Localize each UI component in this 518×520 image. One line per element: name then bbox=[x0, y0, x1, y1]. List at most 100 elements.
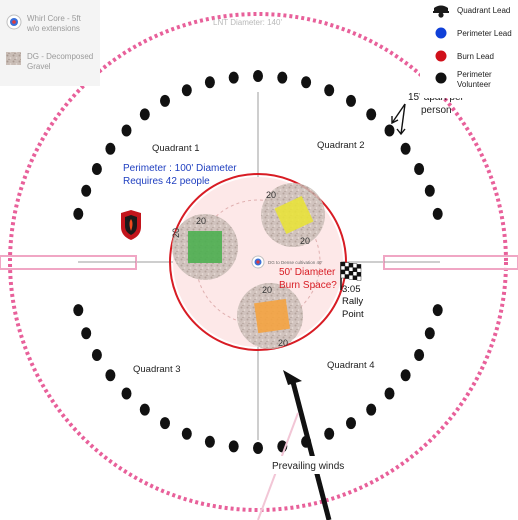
yellow-pad-label-top: 20 bbox=[266, 190, 276, 200]
perimeter-volunteer-dot bbox=[139, 403, 150, 416]
whirl-core-icon bbox=[251, 255, 265, 269]
checkered-flag-icon bbox=[340, 261, 362, 290]
flag-cell bbox=[356, 264, 362, 269]
perimeter-volunteer-dot bbox=[91, 163, 102, 175]
blue-dot bbox=[435, 27, 447, 39]
legend-quadrant-lead-item: Quadrant Lead bbox=[433, 5, 510, 18]
legend-whirl-line2: w/o extensions bbox=[26, 24, 80, 33]
flag-cell bbox=[344, 274, 350, 279]
perimeter-volunteer-dot bbox=[81, 327, 92, 340]
perimeter-volunteer-dot bbox=[301, 76, 312, 89]
legend-burn-lead-label: Burn Lead bbox=[457, 52, 494, 61]
legend-perimeter-volunteer-item: Perimeter Volunteer bbox=[435, 70, 492, 89]
flag-cell bbox=[352, 263, 358, 268]
perimeter-volunteer-dot bbox=[105, 369, 116, 382]
perimeter-volunteer-dot bbox=[160, 417, 170, 430]
perimeter-volunteer-dot bbox=[400, 142, 411, 155]
perimeter-volunteer-dot bbox=[253, 70, 263, 82]
flag-cell bbox=[344, 270, 350, 275]
perimeter-volunteer-dot bbox=[414, 349, 425, 361]
perimeter-volunteer-dot bbox=[204, 76, 215, 89]
perimeter-volunteer-dot bbox=[181, 84, 192, 97]
legend-left-panel bbox=[0, 0, 100, 86]
perimeter-volunteer-dot bbox=[400, 369, 411, 382]
burn-note-line2: Burn Space? bbox=[279, 280, 337, 291]
legend-perimeter-volunteer-line2: Volunteer bbox=[457, 80, 491, 89]
perimeter-volunteer-dot bbox=[91, 349, 102, 361]
spacing-arrows bbox=[391, 103, 406, 136]
legend-perimeter-lead-item: Perimeter Lead bbox=[435, 27, 512, 39]
legend-perimeter-lead-label: Perimeter Lead bbox=[457, 29, 512, 38]
perimeter-volunteer-dot bbox=[181, 427, 192, 440]
perimeter-volunteer-dot bbox=[324, 84, 335, 97]
perimeter-volunteer-dot bbox=[324, 427, 335, 440]
perimeter-volunteer-dot bbox=[346, 417, 356, 430]
perimeter-volunteer-dot bbox=[160, 94, 170, 107]
center-label: DG to Dense cultivation 40' bbox=[268, 260, 323, 265]
legend-gravel-item: DG - Decomposed Gravel bbox=[6, 52, 93, 71]
perimeter-volunteer-dot bbox=[228, 440, 239, 453]
legend-whirl-core-item: Whirl Core - 5ft w/o extensions bbox=[6, 14, 82, 33]
yellow-pad-label-side: 20 bbox=[300, 236, 310, 246]
wind-label: Prevailing winds bbox=[272, 461, 344, 472]
perimeter-volunteer-dot bbox=[253, 442, 263, 454]
rally-time: 3:05 bbox=[342, 284, 361, 295]
wind-label-bg bbox=[262, 456, 360, 474]
flag-cell bbox=[340, 261, 346, 267]
flag-cell bbox=[352, 267, 358, 272]
rally-line2: Point bbox=[342, 309, 364, 320]
green-pad-label-top: 20 bbox=[196, 216, 206, 226]
burn-space-circle bbox=[169, 173, 347, 351]
whirl-core-icon bbox=[6, 14, 22, 30]
perimeter-note-line1: Perimeter : 100' Diameter bbox=[123, 163, 237, 174]
flag-cell bbox=[348, 263, 354, 268]
perimeter-volunteer-dot bbox=[204, 435, 215, 448]
quadrant-2-label: Quadrant 2 bbox=[317, 140, 365, 151]
burn-lead-shield-icon bbox=[121, 210, 141, 240]
flag-cell bbox=[356, 276, 362, 281]
yellow-gravel-pad: 20 20 bbox=[261, 183, 325, 247]
flag-cell bbox=[348, 271, 354, 276]
legend-gravel-line1: DG - Decomposed bbox=[27, 52, 93, 61]
perimeter-volunteer-dot bbox=[366, 403, 377, 416]
perimeter-volunteer-dot bbox=[346, 94, 356, 107]
flag-cell bbox=[348, 275, 354, 280]
flag-cell bbox=[356, 272, 362, 277]
flag-cell bbox=[340, 269, 346, 275]
perimeter-volunteer-dot bbox=[73, 207, 84, 220]
gravel-swatch bbox=[6, 52, 21, 65]
rally-line1: Rally bbox=[342, 296, 363, 307]
quadrant-4-label: Quadrant 4 bbox=[327, 360, 375, 371]
flag-cell bbox=[352, 275, 358, 280]
legend-burn-lead-item: Burn Lead bbox=[435, 50, 494, 62]
red-dot bbox=[435, 50, 447, 62]
perimeter-volunteer-dot bbox=[277, 71, 288, 84]
quadrant-lead-icon bbox=[433, 5, 449, 18]
quadrant-3-label: Quadrant 3 bbox=[133, 364, 181, 375]
lnt-diameter-label: LNT Diameter: 140' bbox=[213, 18, 282, 27]
perimeter-volunteer-dot bbox=[139, 108, 150, 121]
flag-cell bbox=[344, 262, 350, 267]
green-pad-label-side: 20 bbox=[171, 228, 181, 238]
perimeter-volunteer-dot bbox=[105, 142, 116, 155]
perimeter-volunteer-dot bbox=[121, 387, 132, 400]
perimeter-volunteer-dot bbox=[424, 327, 435, 340]
black-dot bbox=[435, 72, 447, 84]
perimeter-volunteer-dot bbox=[121, 124, 132, 137]
perimeter-volunteer-dot bbox=[228, 71, 239, 84]
legend-quadrant-lead-label: Quadrant Lead bbox=[457, 6, 510, 15]
perimeter-volunteer-dot bbox=[384, 124, 395, 137]
flag-cell bbox=[344, 266, 350, 271]
flag-cell bbox=[356, 268, 362, 273]
orange-pad-label-top: 20 bbox=[262, 285, 272, 295]
quadrant-1-label: Quadrant 1 bbox=[152, 143, 200, 154]
flag-cell bbox=[352, 271, 358, 276]
perimeter-volunteer-dot bbox=[81, 184, 92, 197]
west-entry-lane bbox=[0, 255, 137, 270]
orange-pad-label-bottom: 20 bbox=[278, 338, 288, 348]
flag-cell bbox=[348, 267, 354, 272]
flag-cell bbox=[340, 273, 346, 279]
legend-perimeter-volunteer-line1: Perimeter bbox=[457, 70, 492, 79]
